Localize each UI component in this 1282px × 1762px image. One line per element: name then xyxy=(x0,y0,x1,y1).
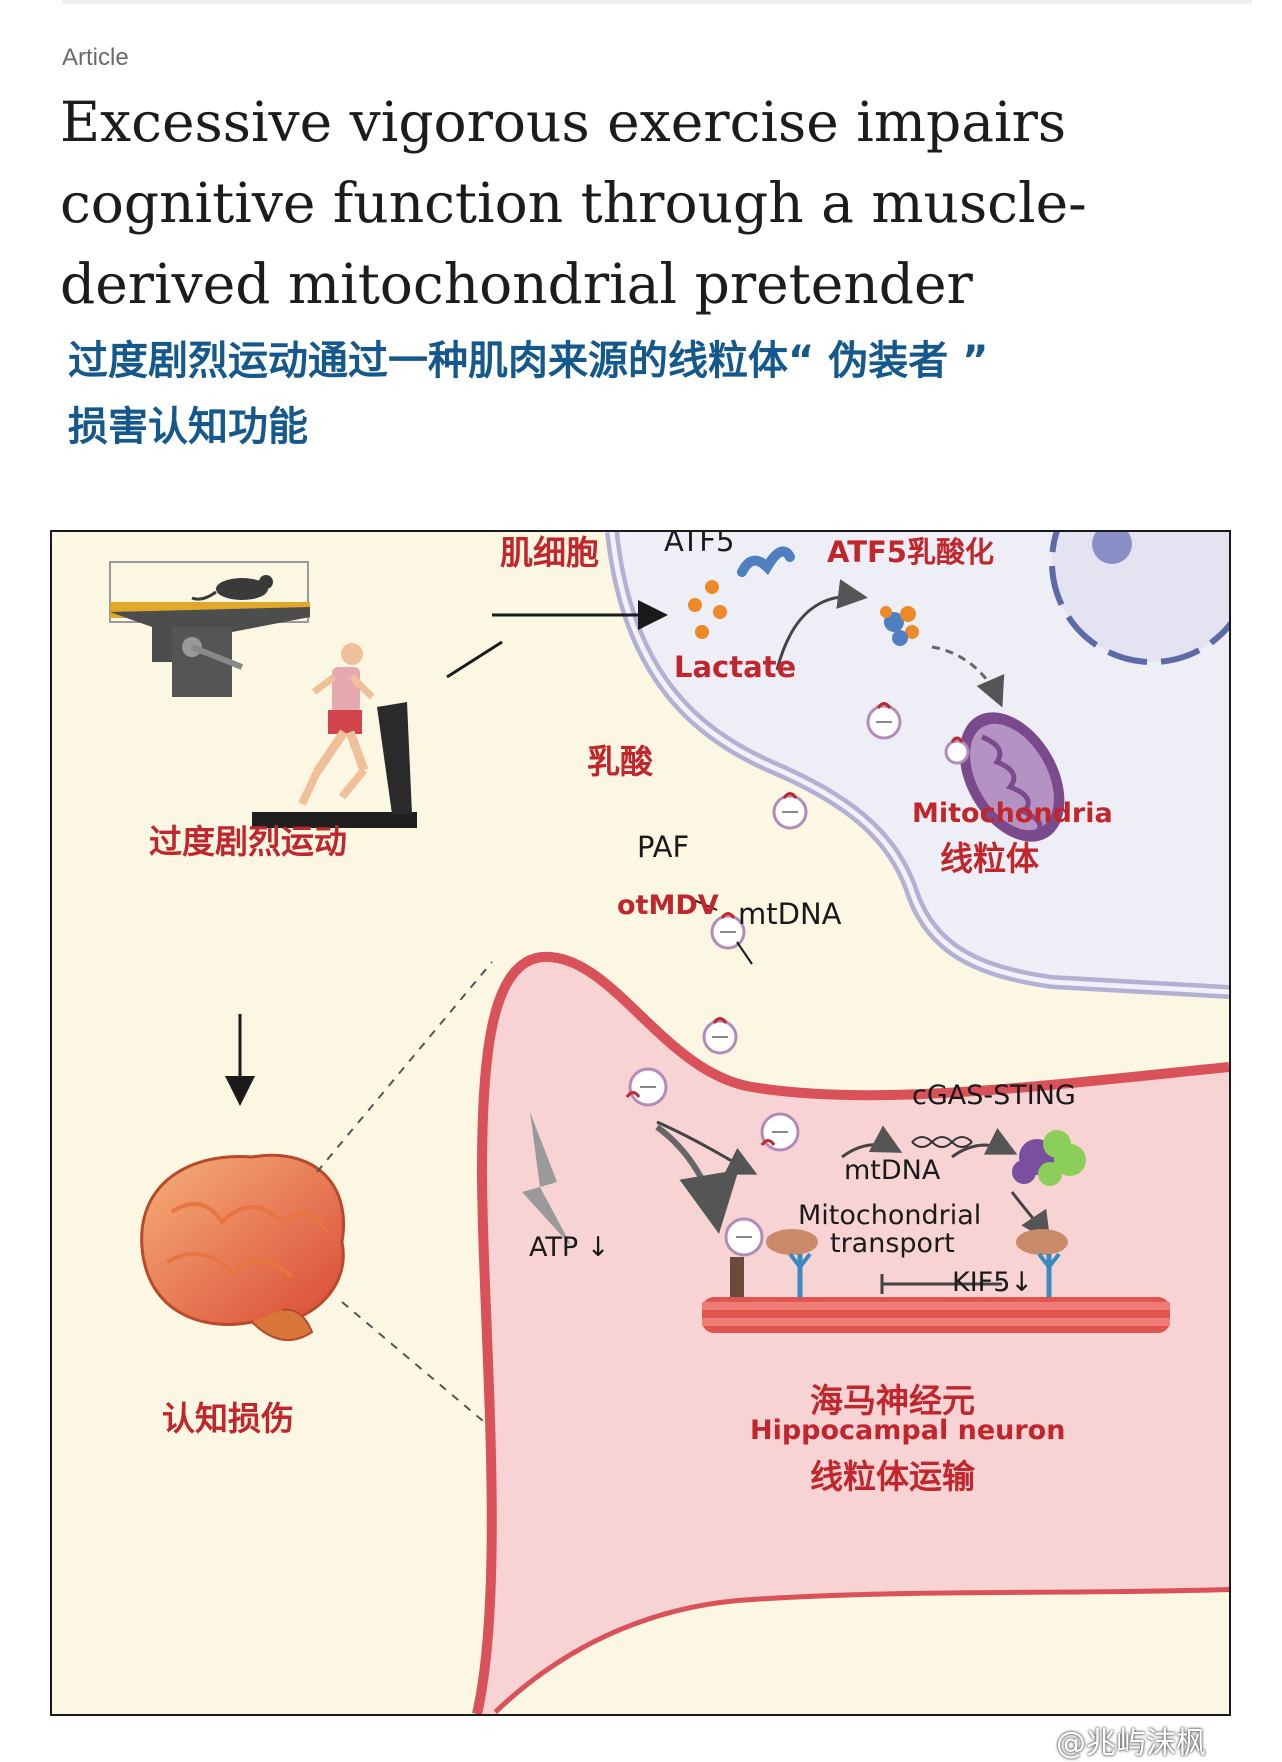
subtitle-line: 过度剧烈运动通过一种肌肉来源的线粒体“ 伪装者 ” xyxy=(68,338,989,384)
atf5-lactylation-label: ATF5乳酸化 xyxy=(827,535,994,569)
figure-illustration xyxy=(109,532,1229,1714)
atp-text: ATP xyxy=(529,1232,579,1263)
mito-transport-cn-label: 线粒体运输 xyxy=(810,1457,975,1496)
hippocampal-neuron-en-label: Hippocampal neuron xyxy=(750,1415,1066,1446)
otmdv-label: otMDV xyxy=(617,890,719,921)
mito-transport-label-2: transport xyxy=(830,1228,955,1259)
atf5-protein-icon xyxy=(737,546,795,577)
atp-label: ATP ↓ xyxy=(529,1232,609,1263)
title-line: Excessive vigorous exercise impairs xyxy=(60,90,1067,154)
muscle-cell-membrane xyxy=(605,532,1229,999)
excessive-exercise-label: 过度剧烈运动 xyxy=(149,822,347,861)
mito-transport-label-1: Mitochondrial xyxy=(798,1200,982,1231)
mitochondria-cn-label: 线粒体 xyxy=(940,839,1039,878)
runner-treadmill-icon xyxy=(252,643,417,828)
graphical-abstract: 肌细胞 ATF5 ATF5乳酸化 Lactate 乳酸 Mitochondria… xyxy=(50,530,1231,1716)
mtdna-helix-icon xyxy=(911,1136,973,1148)
kif5-label: KIF5↓ xyxy=(952,1267,1033,1298)
lactate-label: Lactate xyxy=(674,650,797,684)
weibo-watermark: @兆屿沫枫 xyxy=(1056,1726,1206,1761)
kif5-down-arrow: ↓ xyxy=(1010,1267,1034,1298)
microtubule-track xyxy=(702,1297,1170,1333)
mouse-treadmill-icon xyxy=(109,561,310,697)
energy-drop-icon xyxy=(522,1112,572,1247)
article-type-label: Article xyxy=(62,44,129,71)
hippocampal-neuron-cn-label: 海马神经元 xyxy=(810,1381,975,1420)
title-line: derived mitochondrial pretender xyxy=(60,252,973,316)
lactic-acid-label: 乳酸 xyxy=(587,742,653,781)
kif5-motor-with-mitochondrion xyxy=(730,1229,1068,1297)
atp-down-arrow: ↓ xyxy=(586,1232,610,1263)
neuron-mtdna-label: mtDNA xyxy=(844,1155,941,1186)
cognitive-impairment-label: 认知损伤 xyxy=(162,1399,294,1438)
article-title: Excessive vigorous exercise impairs cogn… xyxy=(60,82,1220,325)
subtitle-line: 损害认知功能 xyxy=(68,404,308,450)
atf5-lactylated-icon xyxy=(880,606,919,646)
kif5-text: KIF5 xyxy=(952,1267,1011,1298)
muscle-cell-label: 肌细胞 xyxy=(500,533,599,572)
mitochondria-en-label: Mitochondria xyxy=(912,798,1113,829)
atf5-label: ATF5 xyxy=(664,530,735,558)
paf-label: PAF xyxy=(637,830,690,864)
mtdna-label: mtDNA xyxy=(738,897,842,931)
brain-icon xyxy=(140,1153,345,1341)
hippocampal-neuron xyxy=(472,951,1229,1714)
top-divider xyxy=(62,0,1252,4)
title-line: cognitive function through a muscle- xyxy=(60,171,1087,235)
vesicles xyxy=(702,702,902,1055)
mitochondrion-icon xyxy=(944,712,1065,842)
cgas-sting-label: cGAS-STING xyxy=(912,1080,1076,1111)
lactate-molecules xyxy=(688,580,727,639)
chinese-subtitle: 过度剧烈运动通过一种肌肉来源的线粒体“ 伪装者 ” 损害认知功能 xyxy=(68,328,1218,460)
cgas-sting-icon xyxy=(1012,1130,1086,1186)
